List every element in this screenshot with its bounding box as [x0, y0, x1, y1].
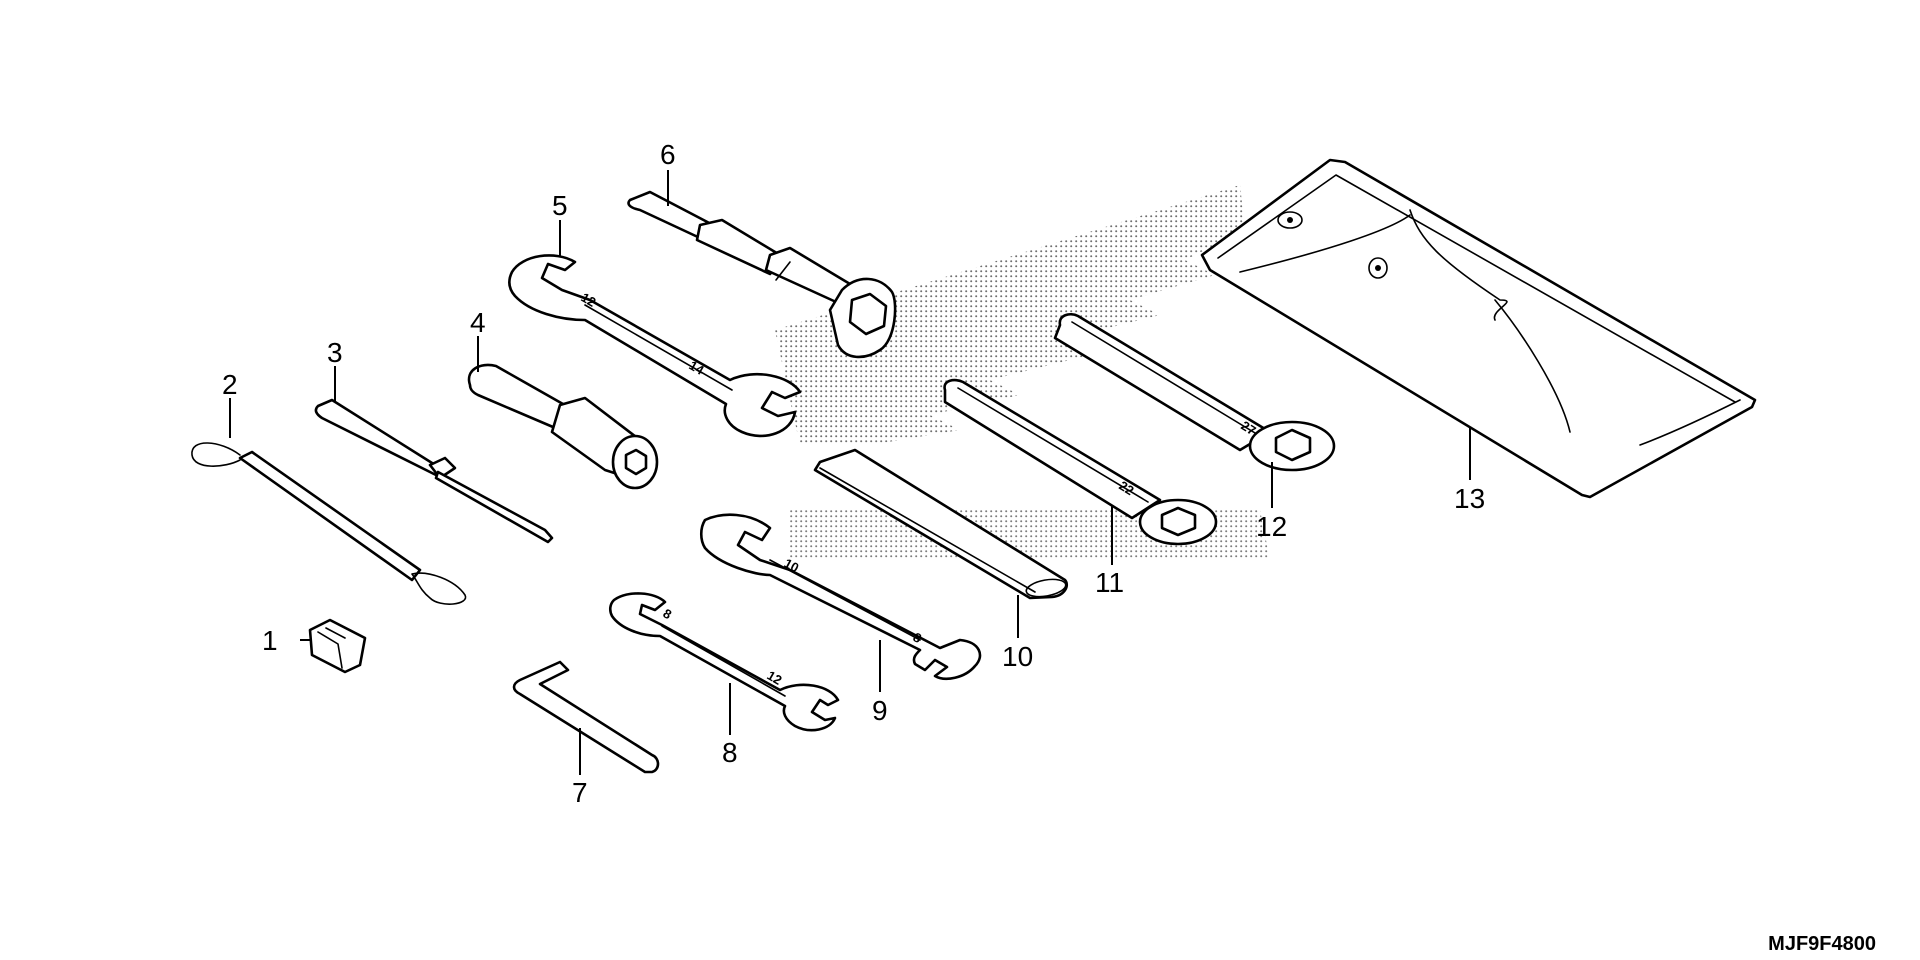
callout-6: 6 — [660, 139, 676, 170]
screwdriver — [314, 398, 554, 544]
socket-wrench-long — [627, 190, 897, 359]
callout-8: 8 — [722, 737, 738, 768]
callout-numbers: 1 2 3 4 5 6 7 8 9 10 11 12 13 — [222, 139, 1485, 808]
callout-1: 1 — [262, 625, 278, 656]
callout-7: 7 — [572, 777, 588, 808]
helmet-holder-cable — [191, 442, 467, 605]
stamp-10: 10 — [782, 555, 802, 575]
callout-13: 13 — [1454, 483, 1485, 514]
stamp-12-b: 12 — [765, 668, 785, 688]
callout-4: 4 — [470, 307, 486, 338]
ring-wrench-22: 22 — [943, 378, 1218, 546]
hex-key — [512, 660, 660, 774]
ring-wrench-27: 27 — [1053, 313, 1336, 472]
tool-bag — [1200, 158, 1757, 499]
open-end-wrench-10x8: 10 8 — [699, 513, 982, 680]
open-end-wrench-8x12: 8 12 — [608, 592, 840, 732]
stamp-8: 8 — [661, 606, 675, 623]
tool-handle-tube — [813, 448, 1069, 600]
hex-socket-handle — [467, 363, 659, 490]
fuse-puller — [308, 618, 367, 674]
stamp-12: 27 — [1238, 418, 1258, 438]
stamp-12-c: 12 — [579, 290, 599, 310]
callout-11: 11 — [1095, 567, 1124, 598]
callout-12: 12 — [1256, 511, 1287, 542]
callout-10: 10 — [1002, 641, 1033, 672]
callout-9: 9 — [872, 695, 888, 726]
callout-5: 5 — [552, 190, 568, 221]
callout-2: 2 — [222, 369, 238, 400]
stamp-22: 22 — [1116, 478, 1136, 498]
reference-code: MJF9F4800 — [1768, 933, 1876, 955]
leader-lines — [229, 170, 1471, 775]
callout-3: 3 — [327, 337, 343, 368]
open-end-wrench-12x14: 12 14 — [508, 254, 802, 438]
